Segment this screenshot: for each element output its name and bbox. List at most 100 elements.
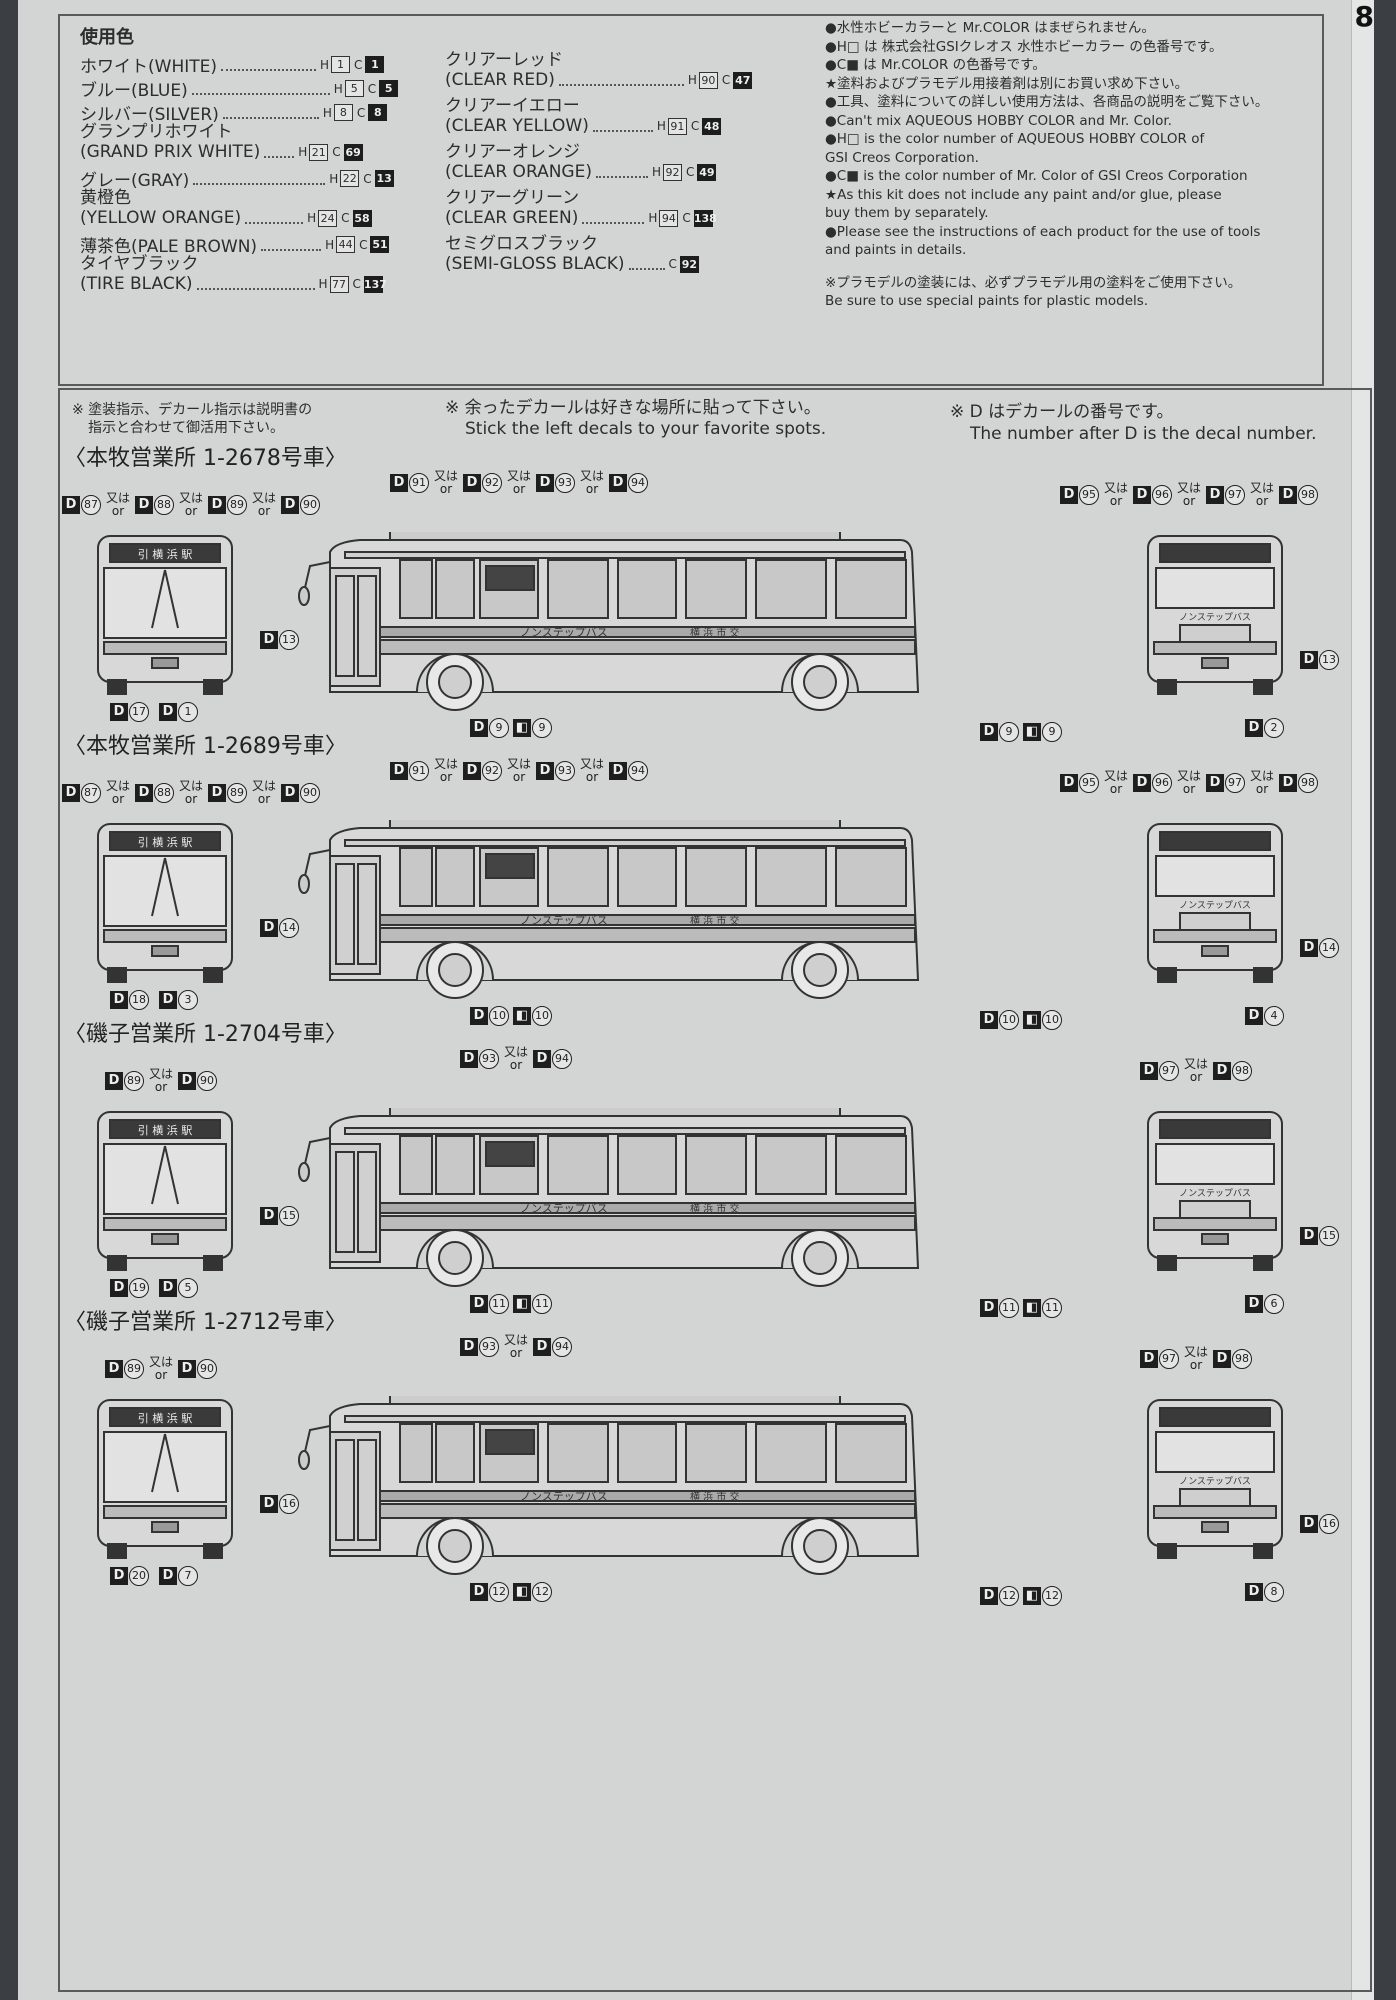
- note-line: ●H□ is the color number of AQUEOUS HOBBY…: [825, 131, 1205, 147]
- paint-name-en: (CLEAR RED): [445, 70, 555, 90]
- bus-front-view: 引 横 浜 駅: [97, 535, 233, 695]
- or-en: or: [1182, 494, 1196, 508]
- variant-title: 〈磯子営業所 1-2712号車〉: [64, 1310, 347, 1335]
- window: [835, 847, 907, 907]
- decal-marker: D: [208, 784, 227, 802]
- paint-name: 薄茶色(PALE BROWN): [80, 237, 258, 257]
- note-painting-1: ※ 塗装指示、デカール指示は説明書の: [72, 402, 313, 418]
- page-number: 8: [1354, 0, 1374, 33]
- decal-marker: D: [1206, 774, 1225, 792]
- lower-stripe: [379, 1503, 916, 1519]
- kit-number: 10: [1042, 1010, 1062, 1030]
- mr-color-label: C: [332, 145, 341, 159]
- decal-number: 16: [279, 1494, 299, 1514]
- roof-trim: [344, 1415, 906, 1423]
- decal-marker: D: [110, 1567, 128, 1585]
- nonstep-label: ノンステップバス: [520, 626, 608, 639]
- or-jp: 又は: [507, 757, 532, 771]
- plate: [151, 945, 179, 957]
- bus-side-view: ノンステップバス横 浜 市 交: [298, 1108, 920, 1287]
- window: [835, 1423, 907, 1483]
- decal-number: 95: [1079, 485, 1099, 505]
- decal-marker: D: [533, 1050, 552, 1068]
- decal-number: 98: [1232, 1061, 1253, 1081]
- note-decal-number-2: The number after D is the decal number.: [970, 424, 1317, 444]
- decal-marker: D: [460, 1338, 478, 1356]
- roof-unit: [389, 1396, 841, 1405]
- hobby-label: H: [333, 81, 343, 96]
- decal-marker: D: [110, 703, 128, 721]
- dot-leader: [582, 212, 645, 224]
- roof-trim: [344, 551, 906, 559]
- decal-number: 96: [1152, 485, 1173, 505]
- or-en: or: [585, 770, 599, 784]
- decal-marker: D: [1213, 1062, 1232, 1080]
- tire: [1157, 1543, 1177, 1559]
- note-line: ●水性ホビーカラーと Mr.COLOR はまぜられません。: [825, 20, 1155, 36]
- destination-sign: [485, 1141, 535, 1167]
- decal-number: 89: [227, 783, 248, 803]
- decal-marker: D: [260, 1495, 278, 1513]
- paint-name-jp: クリアーレッド: [445, 50, 563, 70]
- note-leftover-1: ※ 余ったデカールは好きな場所に貼って下さい。: [445, 398, 821, 418]
- or-jp: 又は: [507, 469, 532, 483]
- decal-number: 98: [1298, 485, 1319, 505]
- mr-color-label: C: [367, 81, 377, 96]
- decal-marker: D: [470, 1583, 488, 1601]
- rear-window: [1155, 1143, 1275, 1185]
- mr-color-number: 58: [352, 209, 372, 227]
- decal-marker: D: [208, 496, 227, 514]
- window: [685, 1423, 747, 1483]
- decal-number: 94: [552, 1337, 573, 1357]
- rear-nonstep: ノンステップバス: [1179, 900, 1251, 911]
- decal-number: 89: [124, 1071, 144, 1091]
- note-decal-number-1: ※ D はデカールの番号です。: [950, 402, 1174, 422]
- page-edge: 8: [1351, 0, 1374, 2000]
- bumper-stripe: [1153, 1217, 1277, 1231]
- paint-name-en: (SEMI-GLOSS BLACK): [445, 254, 625, 274]
- decal-marker: D: [1300, 1515, 1318, 1533]
- bumper-stripe: [103, 929, 227, 943]
- mr-color-label: C: [686, 165, 695, 179]
- tire: [1253, 679, 1273, 695]
- destination-sign: [485, 1429, 535, 1455]
- or-en: or: [154, 1368, 168, 1382]
- body-stripe: [379, 914, 916, 926]
- decal-marker: D: [980, 1011, 998, 1029]
- decal-number: 13: [1319, 650, 1339, 670]
- or-en: or: [154, 1080, 168, 1094]
- decal-marker: D: [260, 1207, 278, 1225]
- or-en: or: [184, 792, 198, 806]
- decal-number: 87: [81, 495, 101, 515]
- hobby-color-number: 90: [698, 71, 718, 89]
- hub: [438, 665, 472, 699]
- decal-marker: D: [62, 496, 80, 514]
- decal-marker: D: [390, 762, 408, 780]
- mr-color-label: C: [363, 171, 372, 186]
- mirror-arm: [303, 1425, 331, 1457]
- window: [755, 1135, 827, 1195]
- door-pane: [335, 1439, 355, 1541]
- plate: [151, 657, 179, 669]
- mirror-arm: [303, 561, 331, 593]
- window: [399, 847, 433, 907]
- or-jp: 又は: [504, 1333, 529, 1347]
- roof-unit: [389, 532, 841, 541]
- kit-marker: ◧: [513, 719, 531, 737]
- mirror: [298, 586, 310, 606]
- or-jp: 又は: [106, 491, 131, 505]
